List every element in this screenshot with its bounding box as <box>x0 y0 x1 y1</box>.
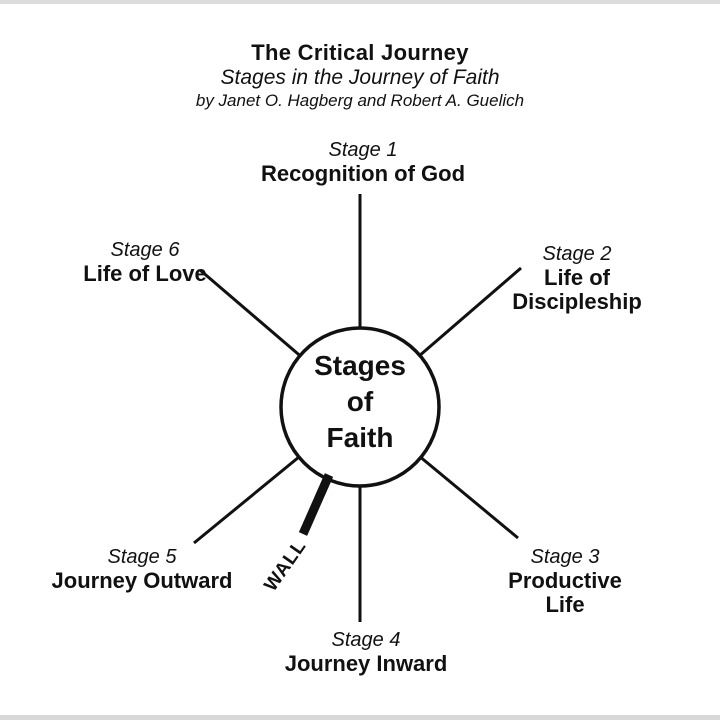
stage-3-label: Stage 3 Productive Life <box>488 545 643 617</box>
stage-5-label: Stage 5 Journey Outward <box>52 545 233 593</box>
stage-1-label: Stage 1 Recognition of God <box>261 138 465 186</box>
stage-6-number: Stage 6 <box>110 239 180 261</box>
center-circle <box>279 326 441 488</box>
stage-3-number: Stage 3 <box>530 546 600 568</box>
center-circle-label: Stages of Faith <box>314 350 406 453</box>
wall-line <box>298 473 334 536</box>
stage-4-number: Stage 4 <box>331 629 401 651</box>
stages-of-faith-diagram <box>193 194 522 622</box>
diagram-header: The Critical Journey Stages in the Journ… <box>0 40 720 111</box>
stage-4-name: Journey Inward <box>284 651 448 676</box>
stage-3-name: Productive Life <box>508 568 622 617</box>
stage-2-number: Stage 2 <box>542 243 612 265</box>
stage-2-name: Life of Discipleship <box>512 265 642 314</box>
stage-4-label: Stage 4 Journey Inward <box>285 628 448 676</box>
stage-6-label: Stage 6 Life of Love <box>83 238 206 286</box>
diagram-byline: by Janet O. Hagberg and Robert A. Guelic… <box>195 91 525 110</box>
diagram-title: The Critical Journey <box>251 40 469 65</box>
diagram-subtitle: Stages in the Journey of Faith <box>220 66 500 89</box>
stage-1-name: Recognition of God <box>260 161 466 186</box>
stage-2-label: Stage 2 Life of Discipleship <box>512 242 642 314</box>
stage-5-number: Stage 5 <box>107 546 177 568</box>
stage-6-name: Life of Love <box>83 261 207 286</box>
stage-1-number: Stage 1 <box>328 139 398 161</box>
stage-5-name: Journey Outward <box>51 568 233 593</box>
